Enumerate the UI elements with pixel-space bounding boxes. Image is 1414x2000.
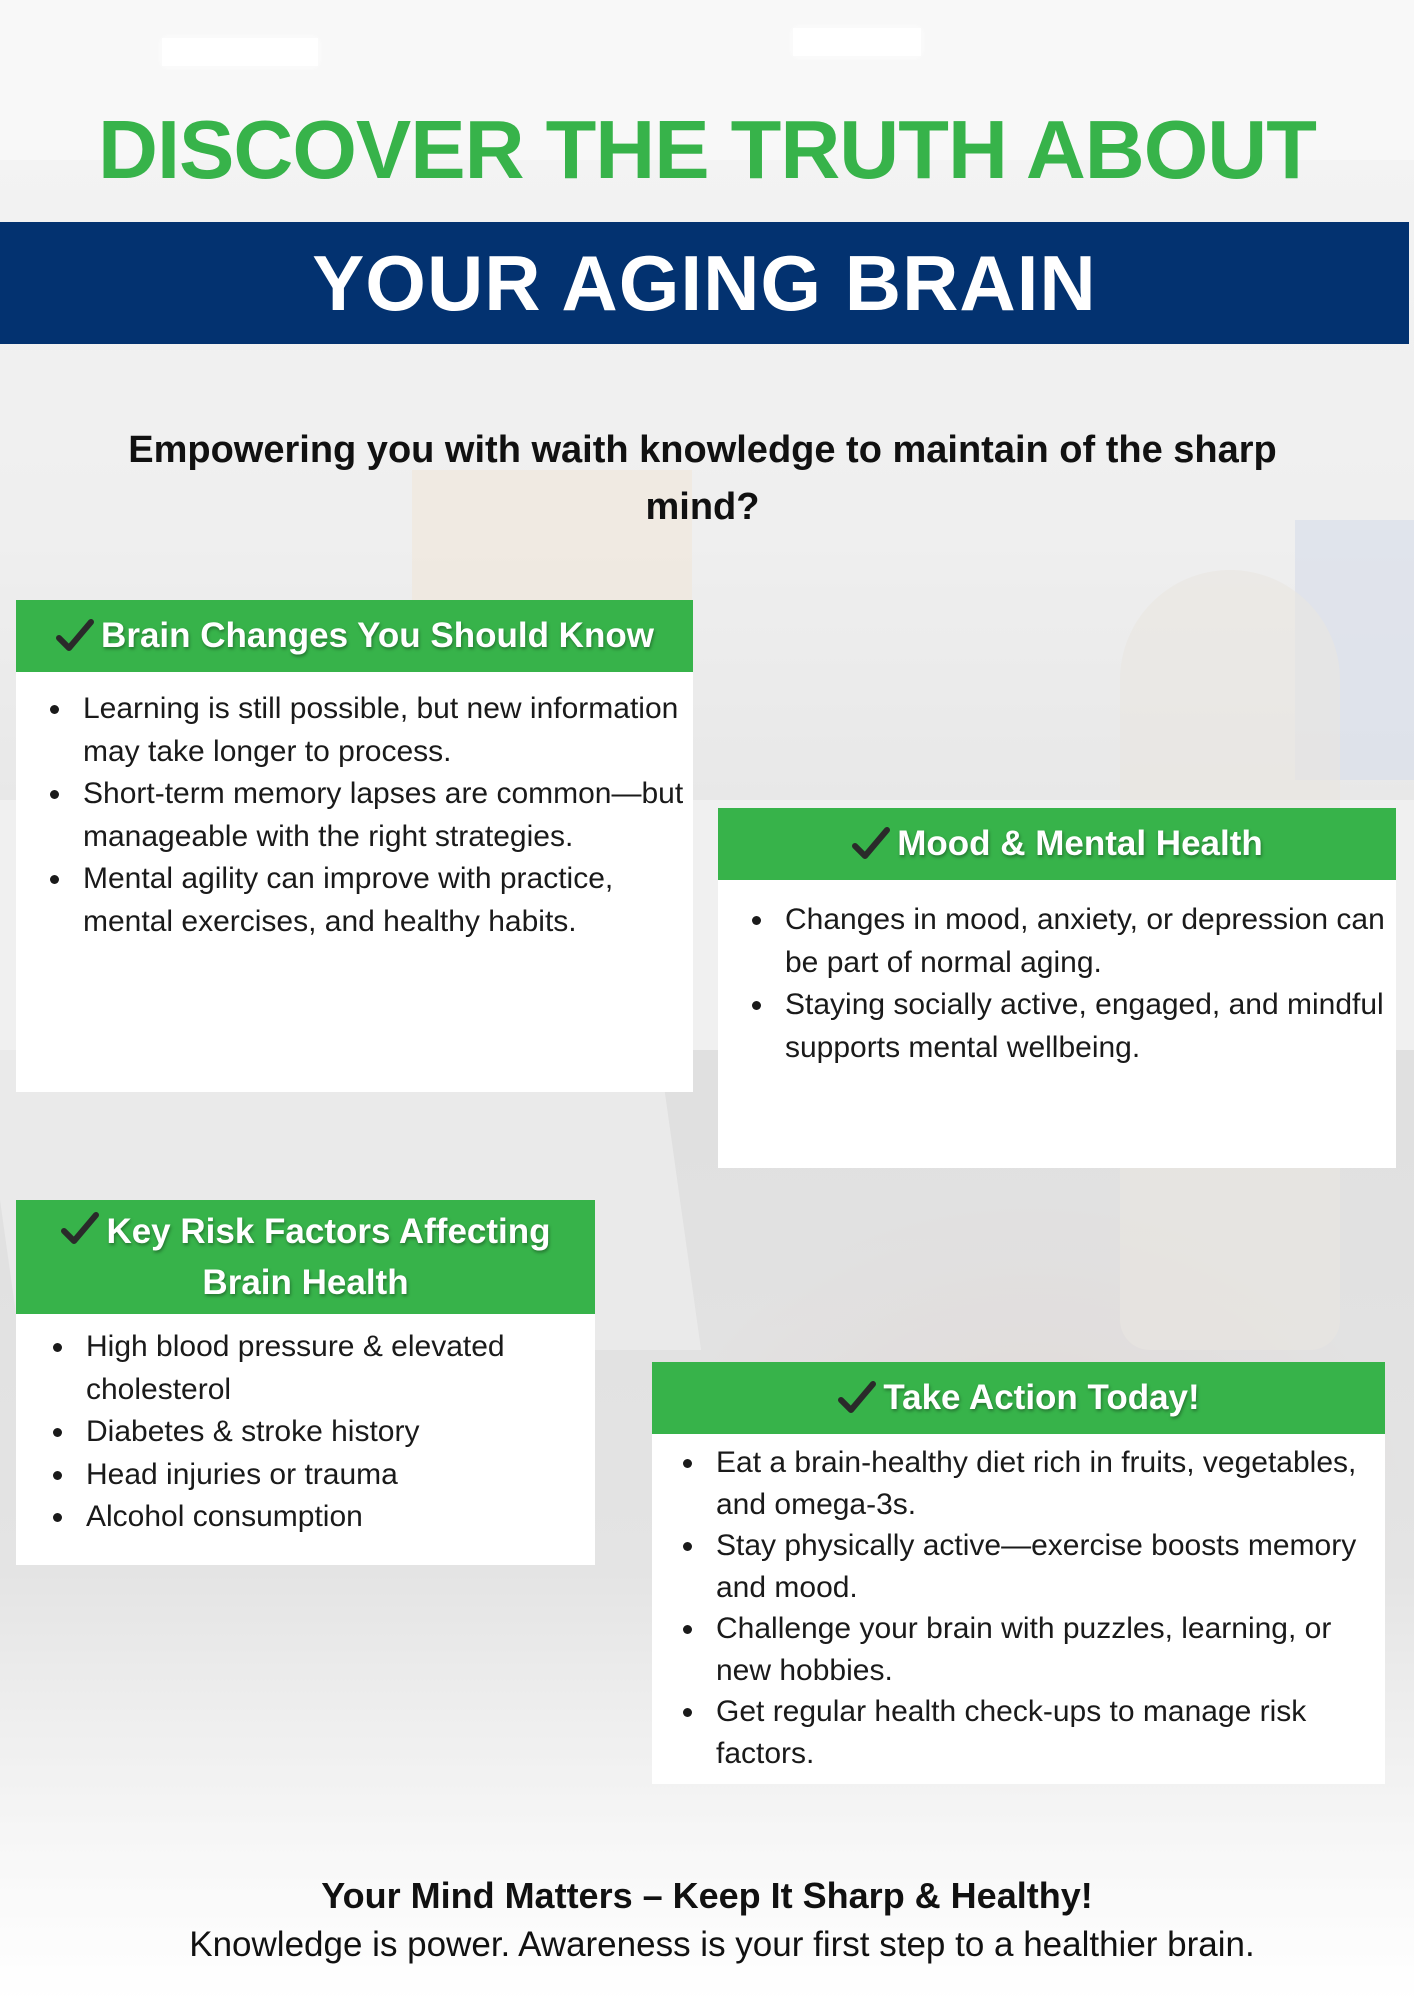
headline-line2: YOUR AGING BRAIN [312, 238, 1097, 327]
section-heading: Brain Changes You Should Know [16, 600, 693, 672]
section-heading-text: Key Risk Factors Affecting Brain Health [106, 1212, 551, 1302]
list-item: High blood pressure & elevated cholester… [16, 1326, 595, 1411]
subtitle: Empowering you with waith knowledge to m… [128, 429, 1277, 528]
headline-banner: YOUR AGING BRAIN [0, 222, 1409, 344]
section-heading-text: Brain Changes You Should Know [101, 616, 654, 655]
bullet-list: High blood pressure & elevated cholester… [16, 1314, 595, 1539]
checkmark-icon [838, 1381, 877, 1413]
checkmark-icon [56, 619, 95, 651]
ceiling [0, 0, 1414, 160]
list-item: Challenge your brain with puzzles, learn… [652, 1608, 1385, 1691]
ceiling-light [162, 38, 318, 66]
ceiling-light [793, 28, 921, 56]
list-item: Get regular health check-ups to manage r… [652, 1691, 1385, 1774]
list-item: Mental agility can improve with practice… [16, 858, 693, 943]
list-item: Learning is still possible, but new info… [16, 688, 693, 773]
section-risk-factors: Key Risk Factors Affecting Brain Health … [16, 1200, 595, 1565]
bullet-list: Eat a brain-healthy diet rich in fruits,… [652, 1434, 1385, 1774]
footer-title: Your Mind Matters – Keep It Sharp & Heal… [321, 1875, 1093, 1916]
section-take-action: Take Action Today! Eat a brain-healthy d… [652, 1362, 1385, 1784]
list-item: Changes in mood, anxiety, or depression … [718, 899, 1396, 984]
section-brain-changes: Brain Changes You Should Know Learning i… [16, 600, 693, 1092]
section-heading: Take Action Today! [652, 1362, 1385, 1434]
footer-text: Knowledge is power. Awareness is your fi… [189, 1925, 1255, 1964]
list-item: Diabetes & stroke history [16, 1411, 595, 1454]
bullet-list: Learning is still possible, but new info… [16, 672, 693, 943]
section-mood-mental-health: Mood & Mental Health Changes in mood, an… [718, 808, 1396, 1168]
list-item: Stay physically active—exercise boosts m… [652, 1525, 1385, 1608]
section-heading-wrap: Key Risk Factors Affecting Brain Health [16, 1206, 595, 1308]
list-item: Eat a brain-healthy diet rich in fruits,… [652, 1442, 1385, 1525]
list-item: Short-term memory lapses are common—but … [16, 773, 693, 858]
checkmark-icon [61, 1212, 100, 1244]
list-item: Head injuries or trauma [16, 1454, 595, 1497]
headline-line1: DISCOVER THE TRUTH ABOUT [98, 103, 1317, 196]
section-heading-text: Mood & Mental Health [897, 824, 1263, 863]
bullet-list: Changes in mood, anxiety, or depression … [718, 880, 1396, 1069]
list-item: Staying socially active, engaged, and mi… [718, 984, 1396, 1069]
checkmark-icon [852, 827, 891, 859]
section-heading: Mood & Mental Health [718, 808, 1396, 880]
section-heading-text: Take Action Today! [883, 1378, 1200, 1417]
section-heading: Key Risk Factors Affecting Brain Health [16, 1200, 595, 1314]
list-item: Alcohol consumption [16, 1496, 595, 1539]
